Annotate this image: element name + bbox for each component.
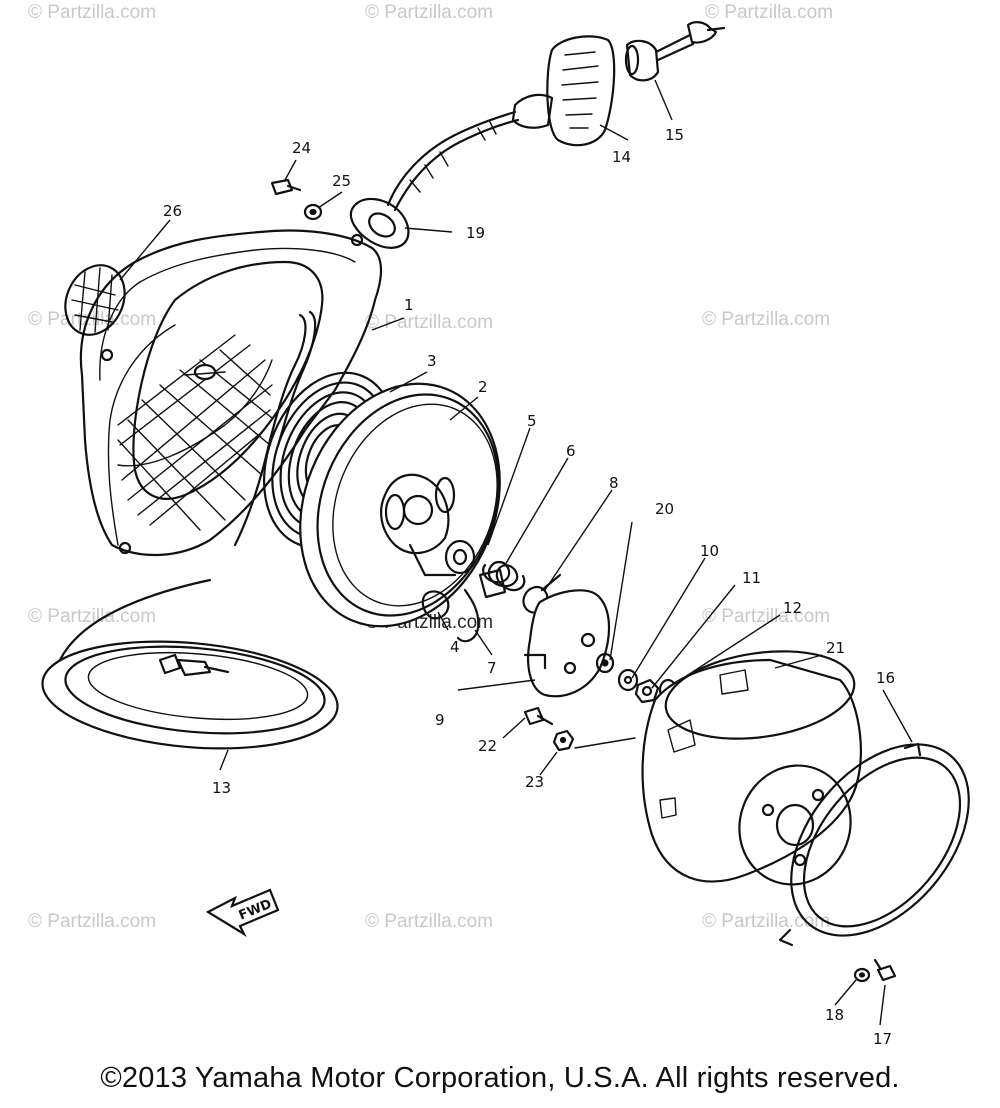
recoil-starter-exploded-diagram: © Partzilla.com © Partzilla.com © Partzi… <box>28 2 970 1048</box>
callout-26: 26 <box>163 202 182 220</box>
pulley-2 <box>299 382 501 628</box>
pawl-spring-7 <box>456 588 480 643</box>
watermarks: © Partzilla.com © Partzilla.com © Partzi… <box>28 2 833 932</box>
rope-coil-13 <box>41 578 339 750</box>
watermark: © Partzilla.com <box>702 911 830 932</box>
washer-25 <box>303 203 323 221</box>
callout-16: 16 <box>876 669 895 687</box>
screen-cover <box>64 264 126 336</box>
watermark: © Partzilla.com <box>28 911 156 932</box>
watermark: © Partzilla.com <box>705 2 833 23</box>
washer-10 <box>617 668 639 692</box>
copyright-notice: ©2013 Yamaha Motor Corporation, U.S.A. A… <box>100 1062 900 1094</box>
starter-cup-21 <box>641 650 862 886</box>
callout-18: 18 <box>825 1006 844 1024</box>
callout-9: 9 <box>435 711 445 729</box>
watermark: © Partzilla.com <box>28 309 156 330</box>
callout-10: 10 <box>700 542 719 560</box>
bolt-24 <box>270 178 302 196</box>
callout-19: 19 <box>466 224 485 242</box>
rope-guide-19 <box>349 197 410 249</box>
callout-23: 23 <box>525 773 544 791</box>
bolt-17 <box>873 958 897 982</box>
callout-13: 13 <box>212 779 231 797</box>
callout-3: 3 <box>427 352 437 370</box>
callout-1: 1 <box>404 296 414 314</box>
rope-end-15 <box>624 21 726 82</box>
starter-handle-14 <box>511 35 616 147</box>
mount-hole <box>350 233 364 247</box>
housing-ring-16 <box>778 742 970 947</box>
spring-6 <box>478 560 526 599</box>
assembly-line <box>574 737 636 749</box>
mount-hole <box>118 541 132 555</box>
washer-20 <box>595 652 615 674</box>
leader-lines <box>119 79 913 1026</box>
pawl-4 <box>421 590 450 620</box>
drive-plate-9 <box>523 589 610 698</box>
callout-7: 7 <box>487 659 497 677</box>
watermark: © Partzilla.com <box>365 312 493 333</box>
callout-21: 21 <box>826 639 845 657</box>
fwd-arrow-icon: FWD <box>205 888 280 937</box>
callout-22: 22 <box>478 737 497 755</box>
handle-guide <box>193 363 217 381</box>
callout-2: 2 <box>478 378 488 396</box>
washer-18 <box>853 967 871 983</box>
callout-25: 25 <box>332 172 351 190</box>
callout-14: 14 <box>612 148 631 166</box>
starter-case <box>79 229 383 557</box>
watermark: © Partzilla.com <box>702 606 830 627</box>
callout-12: 12 <box>783 599 802 617</box>
mount-hole <box>100 348 114 362</box>
callout-20: 20 <box>655 500 674 518</box>
nut-23 <box>552 729 575 752</box>
watermark: © Partzilla.com <box>365 911 493 932</box>
callouts: 1 2 3 4 5 6 7 8 9 10 11 12 13 14 15 16 1… <box>163 126 895 1048</box>
bolt-22 <box>523 706 554 726</box>
callout-4: 4 <box>450 638 460 656</box>
callout-17: 17 <box>873 1030 892 1048</box>
starter-rope <box>386 110 520 212</box>
callout-11: 11 <box>742 569 761 587</box>
callout-8: 8 <box>609 474 619 492</box>
watermark: © Partzilla.com <box>365 2 493 23</box>
washer-5 <box>444 539 476 575</box>
watermark: © Partzilla.com <box>28 2 156 23</box>
watermark: © Partzilla.com <box>702 309 830 330</box>
callout-15: 15 <box>665 126 684 144</box>
callout-5: 5 <box>527 412 537 430</box>
callout-6: 6 <box>566 442 576 460</box>
watermark: © Partzilla.com <box>28 606 156 627</box>
callout-24: 24 <box>292 139 311 157</box>
